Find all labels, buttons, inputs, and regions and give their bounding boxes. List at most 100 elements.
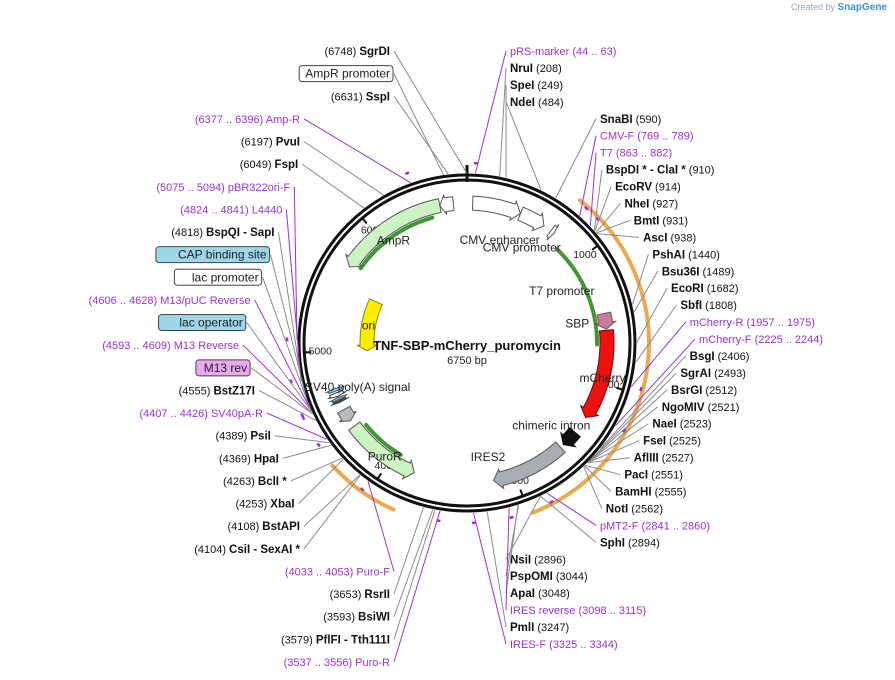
svg-text:(6748) SgrDI: (6748) SgrDI (324, 46, 390, 58)
orf-arc (554, 247, 600, 347)
svg-text:CAP binding site: CAP binding site (178, 248, 267, 262)
feature-callout-lac-promoter: lac promoter (173, 268, 310, 406)
enzyme-site-csii-sexai: (4104) CsiI - SexAI * (194, 475, 361, 556)
enzyme-site-ecorv: EcoRV (914) (594, 182, 681, 232)
feature-puror (347, 421, 415, 480)
feature-sv40-poly-a-signal (337, 405, 357, 423)
primer-4407-4426-sv40pa-r: (4407 .. 4426) SV40pA-R (139, 408, 328, 448)
svg-text:NotI (2562): NotI (2562) (606, 503, 663, 515)
enzyme-site-nsii: NsiI (2896) (505, 496, 566, 566)
svg-text:NdeI (484): NdeI (484) (510, 97, 564, 109)
svg-text:SnaBI (590): SnaBI (590) (600, 114, 661, 126)
svg-text:ApaI (3048): ApaI (3048) (510, 588, 570, 600)
feature-m13-rev (330, 396, 350, 407)
feature-ori (356, 298, 383, 352)
enzyme-site-bsrgi: BsrGI (2512) (589, 385, 737, 462)
svg-text:AflIII (2527): AflIII (2527) (634, 453, 694, 465)
feature-t7-promoter (545, 224, 560, 241)
tick-4000 (376, 472, 383, 481)
svg-text:(4108) BstAPI: (4108) BstAPI (227, 521, 300, 533)
svg-text:SpeI (249): SpeI (249) (510, 80, 563, 92)
feature-ires2 (492, 441, 566, 490)
svg-text:BsrGI (2512): BsrGI (2512) (671, 385, 737, 397)
enzyme-site-bsiwi: (3593) BsiWI (323, 509, 434, 624)
feature-callout-cap-binding-site: CAP binding site (155, 246, 308, 400)
enzyme-site-bspqi-sapi: (4818) BspQI - SapI (171, 227, 302, 382)
feature-lac-operator (328, 393, 348, 403)
tick-1000 (591, 244, 600, 251)
svg-text:AmpR promoter: AmpR promoter (305, 67, 390, 81)
svg-text:(4104) CsiI - SexAI *: (4104) CsiI - SexAI * (194, 544, 300, 556)
orf-arcs (330, 198, 651, 515)
svg-text:CMV-F (769 .. 789): CMV-F (769 .. 789) (600, 131, 694, 143)
svg-text:SphI (2894): SphI (2894) (600, 537, 660, 549)
svg-text:pMT2-F (2841 .. 2860): pMT2-F (2841 .. 2860) (600, 520, 710, 532)
feature-cap-binding-site (325, 385, 345, 395)
primer-6377-6396-amp-r: (6377 .. 6396) Amp-R (195, 114, 411, 184)
svg-text:NheI (927): NheI (927) (624, 198, 678, 210)
credit-prefix: Created by (790, 2, 836, 12)
svg-text:(6631) SspI: (6631) SspI (331, 91, 390, 103)
tick-label-1000: 1000 (573, 249, 597, 261)
enzyme-site-spei: SpeI (249) (505, 80, 563, 178)
feature-label-sv40-poly-a-signal: SV40 poly(A) signal (305, 380, 410, 394)
enzyme-site-sphi: SphI (2894) (540, 495, 660, 549)
svg-text:(4824 .. 4841) L4440: (4824 .. 4841) L4440 (180, 204, 282, 216)
enzyme-site-nhei: NheI (927) (595, 198, 678, 233)
enzyme-site-sbfi: SbfI (1808) (635, 300, 737, 363)
tick-label-5000: 5000 (309, 346, 333, 358)
site-labels: (6748) SgrDI AmpR promoter (6631) SspI (637… (89, 46, 823, 669)
svg-text:(4555) BstZ17I: (4555) BstZ17I (179, 385, 255, 397)
svg-text:NruI (208): NruI (208) (510, 63, 562, 75)
svg-text:lac operator: lac operator (179, 316, 242, 330)
svg-text:(4606 .. 4628) M13/pUC Revers: (4606 .. 4628) M13/pUC Reverse (89, 295, 251, 307)
feature-label-mcherry: mCherry (580, 371, 626, 385)
feature-lac-promoter (327, 389, 347, 400)
primer-t7-863-882: T7 (863 .. 882) (589, 148, 672, 227)
enzyme-site-paci: PacI (2551) (584, 464, 683, 482)
enzyme-site-ecori: EcoRI (1682) (636, 283, 739, 343)
enzyme-site-afliii: AflIII (2527) (587, 453, 694, 465)
plasmid-name: TNF-SBP-mCherry_puromycin (373, 338, 561, 353)
svg-text:(4253) XbaI: (4253) XbaI (235, 499, 294, 511)
enzyme-site-pflfi-tth111i: (3579) PflFI - Tth111I (281, 509, 436, 646)
primer-prs-marker-44-63: pRS-marker (44 .. 63) (473, 46, 616, 174)
svg-text:M13 rev: M13 rev (204, 361, 247, 375)
feature-label-t7-promoter: T7 promoter (529, 284, 594, 298)
primer-3537-3556-puro-r: (3537 .. 3556) Puro-R (284, 510, 441, 669)
svg-text:(4389) PsiI: (4389) PsiI (216, 431, 271, 443)
primer-cmv-f-769-789: CMV-F (769 .. 789) (579, 131, 694, 216)
svg-text:BspDI * - ClaI * (910): BspDI * - ClaI * (910) (606, 165, 715, 177)
svg-text:(4369) HpaI: (4369) HpaI (219, 453, 279, 465)
feature-callout-lac-operator: lac operator (158, 314, 312, 411)
svg-text:EcoRI (1682): EcoRI (1682) (671, 283, 738, 295)
enzyme-site-apai: ApaI (3048) (505, 505, 570, 600)
feature-label-sbp: SBP (565, 317, 589, 331)
primer-4824-4841-l4440: (4824 .. 4841) L4440 (180, 204, 302, 384)
primer-pmt2-f-2841-2860: pMT2-F (2841 .. 2860) (546, 492, 710, 532)
primer-4033-4053-puro-f: (4033 .. 4053) Puro-F (285, 481, 395, 578)
orf-arc (358, 215, 435, 271)
enzyme-site-ndei: NdeI (484) (505, 97, 564, 191)
snapgene-brand: SnapGene (837, 2, 887, 13)
snapgene-credit: Created by SnapGene (791, 2, 887, 13)
enzyme-site-psii: (4389) PsiI (216, 431, 330, 444)
svg-text:SbfI (1808): SbfI (1808) (680, 300, 737, 312)
svg-text:(3593) BsiWI: (3593) BsiWI (323, 612, 390, 624)
svg-text:lac promoter: lac promoter (192, 270, 259, 284)
enzyme-site-bcli: (4263) BclI * (223, 457, 343, 488)
svg-text:PmlI (3247): PmlI (3247) (510, 622, 569, 634)
enzyme-site-pmli: PmlI (3247) (486, 511, 569, 634)
feature-label-ires2: IRES2 (471, 450, 506, 464)
primer-ires-reverse-3098-3115: IRES reverse (3098 .. 3115) (505, 507, 646, 617)
enzyme-site-pvui: (6197) PvuI (241, 137, 384, 196)
tick-6000 (360, 216, 368, 225)
svg-text:(4818) BspQI - SapI: (4818) BspQI - SapI (171, 227, 274, 239)
enzyme-site-xbai: (4253) XbaI (235, 458, 344, 511)
svg-text:AscI (938): AscI (938) (643, 232, 696, 244)
feature-cmv-promoter (517, 206, 545, 232)
enzyme-site-sspi: (6631) SspI (331, 91, 449, 175)
svg-text:BamHI (2555): BamHI (2555) (615, 487, 686, 499)
feature-mcherry (579, 329, 615, 419)
